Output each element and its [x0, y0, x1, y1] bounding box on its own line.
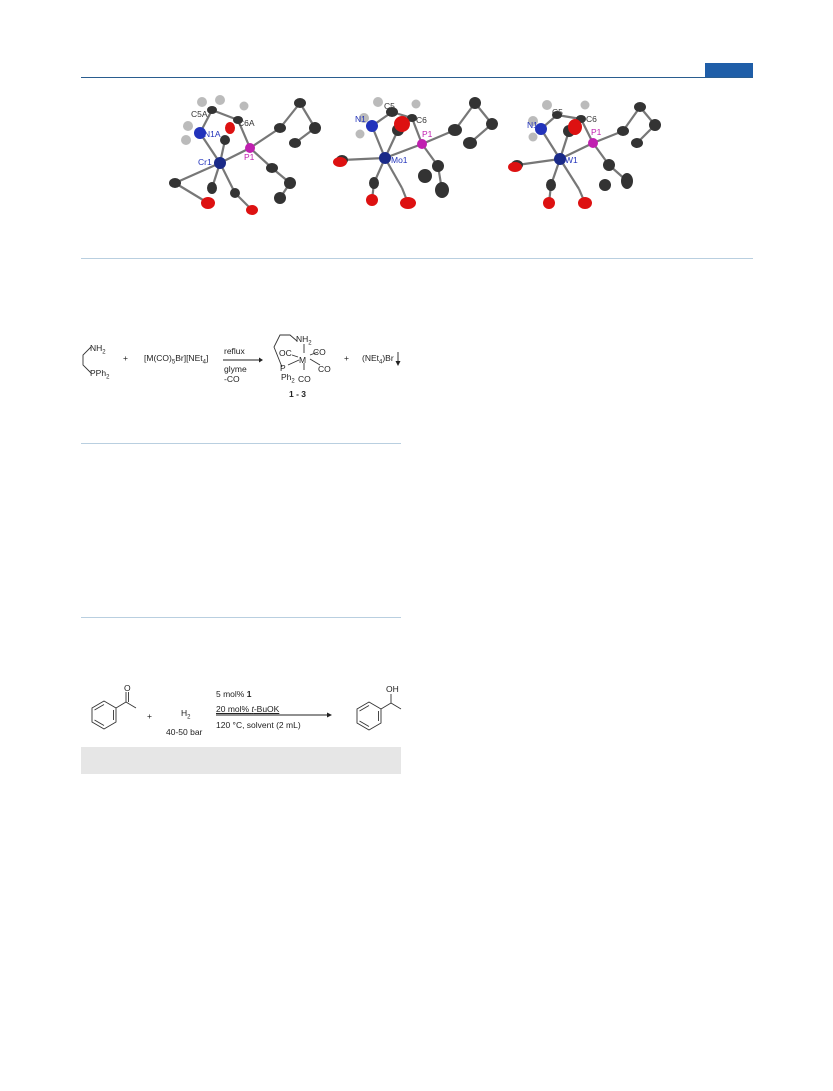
- base-loading: 20 mol% t-BuOK: [216, 704, 280, 714]
- metal-precursor: [M(CO)5Br][NEt4]: [144, 353, 209, 366]
- precipitate-arrow: [395, 352, 401, 366]
- product-skeleton: [273, 334, 321, 370]
- cr-label-n1: N1A: [204, 129, 221, 139]
- condition-co-loss: -CO: [224, 374, 240, 384]
- w-label-c6: C6: [586, 114, 597, 124]
- w-label-metal: W1: [565, 155, 578, 165]
- mo-structure: [333, 97, 498, 209]
- reaction-arrow-2: [216, 712, 332, 718]
- cr-structure: [169, 95, 321, 215]
- plus-sign: +: [147, 711, 152, 721]
- cr-label-c6: C6A: [238, 118, 255, 128]
- byproduct: (NEt4)Br: [362, 353, 394, 366]
- product-co-3: CO: [298, 374, 311, 384]
- section-rule: [81, 617, 401, 618]
- product-oh: OH: [386, 684, 399, 694]
- header-tab: [705, 63, 753, 77]
- plus-sign-2: +: [344, 353, 349, 363]
- mo-label-metal: Mo1: [391, 155, 408, 165]
- cr-label-p1: P1: [244, 152, 255, 162]
- reaction-conditions: 120 °C, solvent (2 mL): [216, 720, 301, 730]
- condition-glyme: glyme: [224, 364, 247, 374]
- product-nh2: NH2: [296, 334, 312, 347]
- product-co-2: CO: [318, 364, 331, 374]
- figure-rule: [81, 258, 753, 259]
- product-co-1: CO: [313, 347, 326, 357]
- catalyst-loading: 5 mol% 1: [216, 689, 252, 699]
- scheme1-rule: [81, 443, 401, 444]
- product-compound-label: 1 - 3: [289, 389, 307, 399]
- reaction-arrow-1: [223, 357, 263, 363]
- ligand-skeleton: [82, 346, 92, 374]
- cr-label-c5: C5A: [191, 109, 208, 119]
- svg-text:O: O: [124, 683, 131, 693]
- mo-label-p1: P1: [422, 129, 433, 139]
- mo-label-c6: C6: [416, 115, 427, 125]
- product-oc: OC: [279, 348, 292, 358]
- cr-label-metal: Cr1: [198, 157, 212, 167]
- w-structure: [508, 100, 661, 209]
- w-label-p1: P1: [591, 127, 602, 137]
- acetophenone-structure: O: [91, 683, 137, 730]
- condition-reflux: reflux: [224, 346, 245, 356]
- table-header-band: [81, 747, 401, 774]
- ligand-pph2: PPh2: [90, 368, 110, 381]
- w-label-n1: N1: [527, 120, 538, 130]
- hydrogen-pressure: 40-50 bar: [166, 727, 203, 737]
- mo-label-n1: N1: [355, 114, 366, 124]
- product-metal: M: [299, 355, 307, 365]
- w-label-c5: C5: [552, 107, 563, 117]
- product-ph2: Ph2: [281, 372, 295, 385]
- ligand-nh2: NH2: [90, 343, 106, 356]
- header-rule: [81, 77, 753, 78]
- mo-label-c5: C5: [384, 101, 395, 111]
- product-p: P: [280, 363, 286, 373]
- plus-sign-1: +: [123, 353, 128, 363]
- phenylethanol-structure: [356, 694, 402, 731]
- hydrogen-gas: H2: [181, 708, 191, 721]
